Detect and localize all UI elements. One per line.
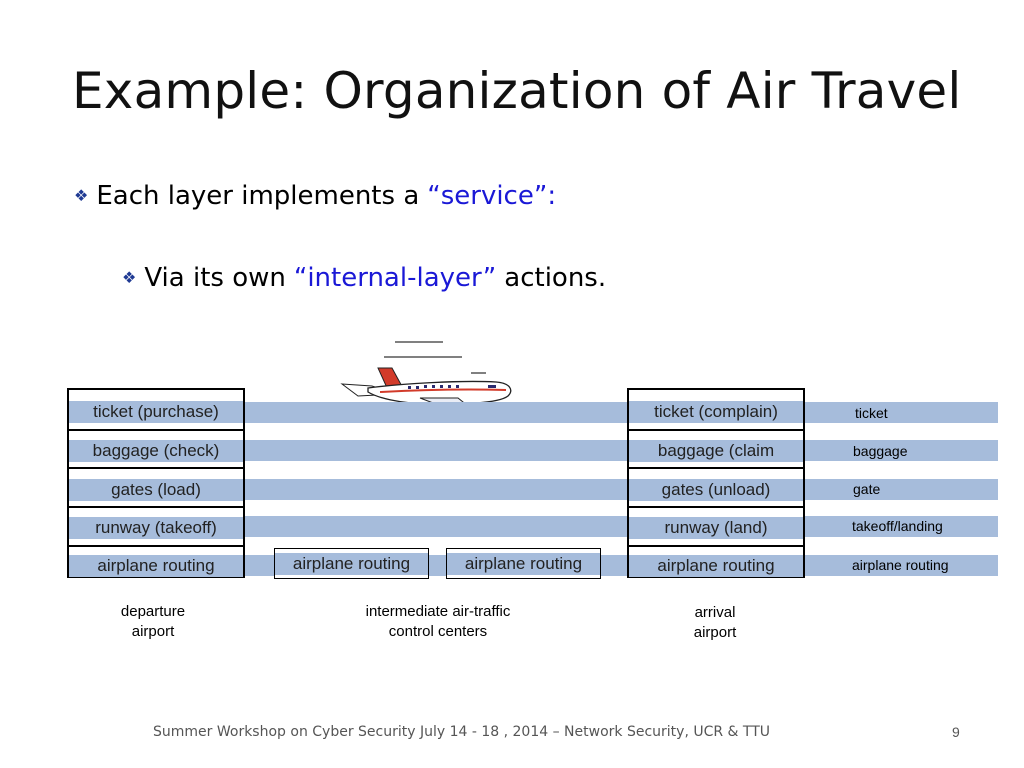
caption-line: arrival xyxy=(694,604,736,621)
control-center-box-2: airplane routing xyxy=(446,548,601,579)
caption-line: departure xyxy=(120,603,186,620)
bullet2-text: Via its own xyxy=(144,263,286,293)
caption-line: airport xyxy=(131,623,175,640)
divider xyxy=(69,429,243,431)
layer-ticket-complain: ticket (complain) xyxy=(629,401,803,423)
layer-label-ticket: ticket xyxy=(855,405,888,421)
slide-title: Example: Organization of Air Travel xyxy=(72,62,962,120)
layer-runway-land: runway (land) xyxy=(629,517,803,539)
divider xyxy=(629,545,803,547)
page-number: 9 xyxy=(952,724,960,740)
diamond-bullet-icon: ❖ xyxy=(122,268,137,287)
layer-label-gate: gate xyxy=(853,481,881,497)
layer-gates-unload: gates (unload) xyxy=(629,479,803,501)
slide-footer: Summer Workshop on Cyber Security July 1… xyxy=(153,724,771,740)
bullet2-highlight: “internal-layer” xyxy=(293,263,497,293)
divider xyxy=(69,467,243,469)
layer-runway-takeoff: runway (takeoff) xyxy=(69,517,243,539)
bullet-internal-layer: ❖ Via its own “internal-layer” actions. xyxy=(122,263,606,293)
layer-airplane-routing: airplane routing xyxy=(629,555,803,577)
divider xyxy=(629,429,803,431)
caption-line: intermediate air-traffic xyxy=(365,603,511,620)
divider xyxy=(69,506,243,508)
caption-departure-airport: departure airport xyxy=(88,602,218,642)
caption-line: control centers xyxy=(388,623,488,640)
diamond-bullet-icon: ❖ xyxy=(74,186,89,205)
layer-label-baggage: baggage xyxy=(853,443,908,459)
caption-line: airport xyxy=(693,624,737,641)
bullet1-text: Each layer implements a xyxy=(96,181,420,211)
layer-baggage-check: baggage (check) xyxy=(69,440,243,462)
departure-airport-stack: ticket (purchase) baggage (check) gates … xyxy=(67,388,245,578)
layer-label-airplane-routing: airplane routing xyxy=(852,557,949,573)
control-center-box-1: airplane routing xyxy=(274,548,429,579)
layer-gates-load: gates (load) xyxy=(69,479,243,501)
layer-airplane-routing: airplane routing xyxy=(447,553,600,575)
divider xyxy=(629,506,803,508)
layer-airplane-routing: airplane routing xyxy=(69,555,243,577)
divider xyxy=(69,545,243,547)
layer-airplane-routing: airplane routing xyxy=(275,553,428,575)
caption-intermediate-centers: intermediate air-traffic control centers xyxy=(338,602,538,642)
layer-ticket-purchase: ticket (purchase) xyxy=(69,401,243,423)
layer-label-takeoff-landing: takeoff/landing xyxy=(852,518,943,534)
bullet1-highlight: “service”: xyxy=(427,181,557,211)
caption-arrival-airport: arrival airport xyxy=(655,603,775,643)
layer-baggage-claim: baggage (claim xyxy=(629,440,803,462)
bullet2-tail: actions. xyxy=(504,263,607,293)
bullet-each-layer: ❖ Each layer implements a “service”: xyxy=(74,181,556,211)
arrival-airport-stack: ticket (complain) baggage (claim gates (… xyxy=(627,388,805,578)
divider xyxy=(629,467,803,469)
